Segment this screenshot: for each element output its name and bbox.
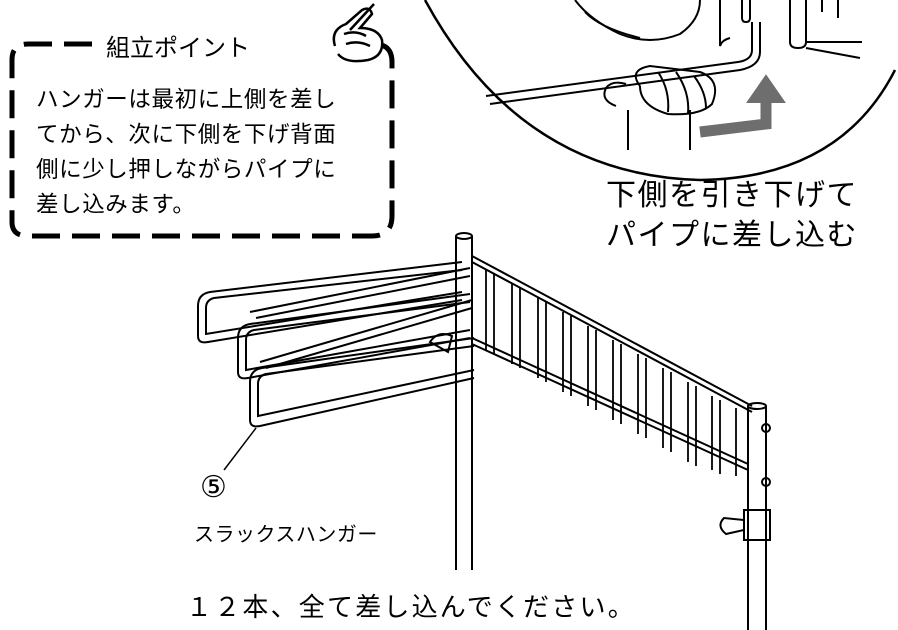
- point-box-line: 差し込みます。: [36, 192, 196, 218]
- point-box-line: てから、次に下側を下げ背面: [36, 122, 337, 148]
- callout-text-line2: パイプに差し込む: [606, 218, 858, 253]
- part-name: スラックスハンガー: [194, 522, 378, 546]
- callout-text-line1: 下側を引き下げて: [606, 178, 858, 213]
- part-number: ⑤: [200, 470, 227, 505]
- bottom-instruction: １２本、全て差し込んでください。: [186, 593, 636, 623]
- pointing-hand-icon: [332, 3, 384, 63]
- callout-leader: [223, 427, 257, 471]
- rack-top-rail: [471, 255, 753, 471]
- point-box-line: 側に少し押しながらパイプに: [36, 157, 337, 183]
- point-box-frame: [9, 41, 395, 239]
- rack-left-post: [455, 232, 473, 570]
- magnified-detail: [423, 0, 897, 182]
- point-box-line: ハンガーは最初に上側を差し: [36, 87, 337, 113]
- slacks-hanger: [197, 261, 475, 428]
- rack-right-post: [719, 402, 771, 630]
- rack-bars: [485, 270, 737, 476]
- point-box-title: 組立ポイント: [100, 28, 256, 63]
